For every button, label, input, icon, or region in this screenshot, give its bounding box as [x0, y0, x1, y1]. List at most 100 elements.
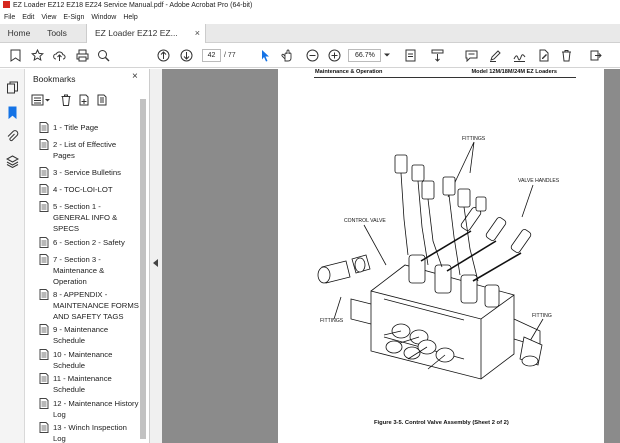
bookmark-item[interactable]: 2 - List of Effective Pages [39, 139, 139, 161]
select-cursor-icon[interactable] [259, 49, 272, 62]
bookmark-item[interactable]: 11 - Maintenance Schedule [39, 373, 139, 395]
page-number-input[interactable]: 42 [202, 49, 221, 62]
scrollbar-thumb[interactable] [140, 99, 146, 439]
bookmark-page-icon [39, 422, 49, 433]
star-icon[interactable] [31, 49, 44, 62]
delete-icon[interactable] [560, 49, 573, 62]
bookmark-label: 3 - Service Bulletins [53, 168, 121, 177]
search-icon[interactable] [97, 49, 110, 62]
expand-bookmark-icon[interactable] [96, 94, 108, 106]
bookmark-item[interactable]: 9 - Maintenance Schedule [39, 324, 139, 346]
tab-home[interactable]: Home [7, 28, 31, 38]
print-icon[interactable] [76, 49, 89, 62]
bookmark-item[interactable]: 13 - Winch Inspection Log [39, 422, 139, 443]
edit-pdf-icon[interactable] [537, 49, 550, 62]
callout-fitting-right: FITTING [532, 313, 552, 319]
page-total: / 77 [224, 52, 236, 59]
control-valve-diagram [317, 141, 544, 380]
bookmark-item[interactable]: 6 - Section 2 - Safety [39, 237, 139, 248]
bookmarks-scrollbar[interactable] [139, 99, 147, 439]
figure-caption: Figure 3-5. Control Valve Assembly (Shee… [374, 420, 509, 426]
upload-cloud-icon[interactable] [53, 49, 66, 62]
next-page-icon[interactable] [180, 49, 193, 62]
callout-fittings-left: FITTINGS [320, 318, 344, 324]
page-thumbnails-icon[interactable] [6, 81, 19, 94]
bookmark-item[interactable]: 3 - Service Bulletins [39, 167, 139, 178]
menu-edit[interactable]: Edit [22, 14, 35, 21]
chevron-down-icon[interactable] [384, 52, 390, 58]
zoom-out-icon[interactable] [306, 49, 319, 62]
close-panel-icon[interactable]: × [132, 71, 138, 82]
bookmark-options-icon[interactable] [31, 94, 51, 106]
window-title: EZ Loader EZ12 EZ18 EZ24 Service Manual.… [13, 2, 253, 9]
new-bookmark-icon[interactable] [78, 94, 90, 106]
pdf-page: Maintenance & Operation Model 12M/18M/24… [278, 69, 604, 443]
bookmark-page-icon [39, 167, 49, 178]
menu-view[interactable]: View [41, 14, 57, 21]
bookmarks-panel-title: Bookmarks [33, 74, 76, 84]
bookmark-label: 6 - Section 2 - Safety [53, 238, 125, 247]
bookmark-item[interactable]: 8 - APPENDIX - MAINTENANCE FORMS AND SAF… [39, 289, 139, 322]
bookmark-item[interactable]: 4 - TOC-LOI-LOT [39, 184, 139, 195]
bookmark-item[interactable]: 5 - Section 1 - GENERAL INFO & SPECS [39, 201, 139, 234]
share-link-icon[interactable] [589, 49, 602, 62]
bookmark-label: 12 - Maintenance History Log [53, 399, 139, 419]
attachments-icon[interactable] [6, 130, 19, 143]
bookmark-add-icon[interactable] [9, 49, 22, 62]
bookmark-item[interactable]: 10 - Maintenance Schedule [39, 349, 139, 371]
bookmark-page-icon [39, 122, 49, 133]
bookmark-item[interactable]: 12 - Maintenance History Log [39, 398, 139, 420]
menu-file[interactable]: File [4, 14, 16, 21]
bookmark-label: 5 - Section 1 - GENERAL INFO & SPECS [53, 202, 118, 233]
bookmark-page-icon [39, 184, 49, 195]
toolbar: 42 / 77 66.7% [0, 43, 620, 68]
bookmark-label: 7 - Section 3 - Maintenance & Operation [53, 255, 105, 286]
document-viewer[interactable]: Maintenance & Operation Model 12M/18M/24… [162, 69, 620, 443]
bookmark-page-icon [39, 237, 49, 248]
bookmarks-toolbar [31, 93, 141, 107]
title-bar: EZ Loader EZ12 EZ18 EZ24 Service Manual.… [0, 0, 620, 11]
bookmark-page-icon [39, 373, 49, 384]
bookmark-label: 9 - Maintenance Schedule [53, 325, 109, 345]
tab-close-icon[interactable]: × [194, 28, 200, 38]
callout-control-valve: CONTROL VALVE [344, 218, 386, 224]
bookmark-item[interactable]: 7 - Section 3 - Maintenance & Operation [39, 254, 139, 287]
acrobat-icon [3, 1, 10, 8]
tab-bar: Home Tools EZ Loader EZ12 EZ... × [0, 24, 620, 43]
page-header-right: Model 12M/18M/24M EZ Loaders [471, 69, 557, 75]
delete-bookmark-icon[interactable] [60, 94, 72, 106]
bookmark-item[interactable]: 1 - Title Page [39, 122, 139, 133]
bookmark-page-icon [39, 254, 49, 265]
panel-splitter[interactable] [150, 69, 162, 443]
comment-icon[interactable] [465, 49, 478, 62]
collapse-panel-icon[interactable] [153, 259, 158, 267]
previous-page-icon[interactable] [157, 49, 170, 62]
menu-help[interactable]: Help [123, 14, 138, 21]
scroll-mode-icon[interactable] [431, 49, 444, 62]
highlight-pen-icon[interactable] [489, 49, 502, 62]
bookmark-page-icon [39, 139, 49, 150]
bookmark-label: 1 - Title Page [53, 123, 99, 132]
menu-bar: File Edit View E-Sign Window Help [0, 11, 620, 24]
bookmark-page-icon [39, 289, 49, 300]
zoom-level-field[interactable]: 66.7% [348, 49, 381, 62]
bookmark-label: 10 - Maintenance Schedule [53, 350, 113, 370]
bookmarks-panel-icon[interactable] [6, 106, 19, 119]
header-rule [314, 77, 576, 78]
sign-icon[interactable] [513, 49, 526, 62]
page-header-left: Maintenance & Operation [315, 69, 383, 75]
hand-tool-icon[interactable] [281, 49, 294, 62]
zoom-in-icon[interactable] [328, 49, 341, 62]
bookmarks-panel: Bookmarks × 1 - Title Page 2 - List of E… [25, 69, 150, 443]
bookmark-label: 2 - List of Effective Pages [53, 140, 117, 160]
menu-window[interactable]: Window [91, 14, 117, 21]
menu-esign[interactable]: E-Sign [63, 14, 85, 21]
layers-icon[interactable] [6, 155, 19, 168]
tab-tools[interactable]: Tools [47, 28, 67, 38]
fit-page-icon[interactable] [404, 49, 417, 62]
bookmark-label: 8 - APPENDIX - MAINTENANCE FORMS AND SAF… [53, 290, 139, 321]
bookmark-page-icon [39, 201, 49, 212]
tab-document[interactable]: EZ Loader EZ12 EZ... × [86, 24, 206, 43]
bookmark-label: 13 - Winch Inspection Log [53, 423, 127, 443]
tab-document-label: EZ Loader EZ12 EZ... [95, 28, 178, 38]
